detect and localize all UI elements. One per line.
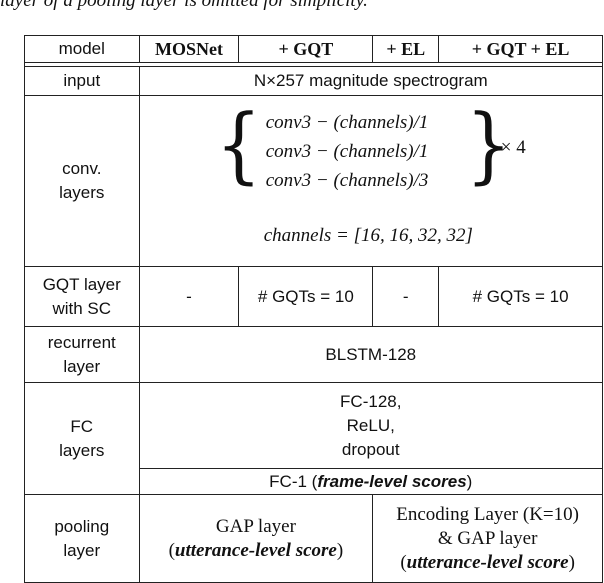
conv-row: conv.layers { conv3 − (channels)/1 conv3… [24, 95, 604, 267]
row-label-conv: conv.layers [24, 95, 140, 267]
header-model: model [24, 35, 140, 63]
input-row: input N×257 magnitude spectrogram [24, 66, 604, 96]
gqt-mosnet: - [138, 266, 240, 327]
conv-spec: { conv3 − (channels)/1 conv3 − (channels… [138, 95, 604, 267]
channels-spec: channels = [16, 16, 32, 32] [263, 225, 473, 246]
header-gqt: + GQT [238, 35, 374, 63]
header-mosnet: MOSNet [138, 35, 240, 63]
header-row: model MOSNet + GQT + EL + GQT + EL [24, 35, 603, 63]
table-caption: layer of a pooling layer is omitted for … [0, 0, 368, 11]
fc1-value: FC-1 (frame-level scores) [138, 468, 604, 495]
header-gqt-el: + GQT + EL [438, 35, 603, 63]
fc-value: FC-128,ReLU,dropout [138, 382, 604, 469]
gqt-gqt-el: # GQTs = 10 [438, 266, 603, 327]
architecture-table: model MOSNet + GQT + EL + GQT + EL input… [24, 35, 604, 583]
left-brace-icon: { [215, 95, 262, 193]
repeat-factor: × 4 [500, 137, 526, 158]
conv-lines: conv3 − (channels)/1 conv3 − (channels)/… [265, 112, 429, 191]
gqt-el: - [372, 266, 440, 327]
pooling-encoding: Encoding Layer (K=10) & GAP layer (utter… [372, 494, 603, 583]
row-label-input: input [24, 66, 140, 96]
right-brace-icon: } [465, 95, 512, 193]
pooling-gap: GAP layer (utterance-level score) [138, 494, 374, 583]
recurrent-value: BLSTM-128 [138, 326, 604, 383]
gqt-gqt: # GQTs = 10 [238, 266, 374, 327]
header-el: + EL [372, 35, 440, 63]
input-value: N×257 magnitude spectrogram [138, 66, 604, 96]
